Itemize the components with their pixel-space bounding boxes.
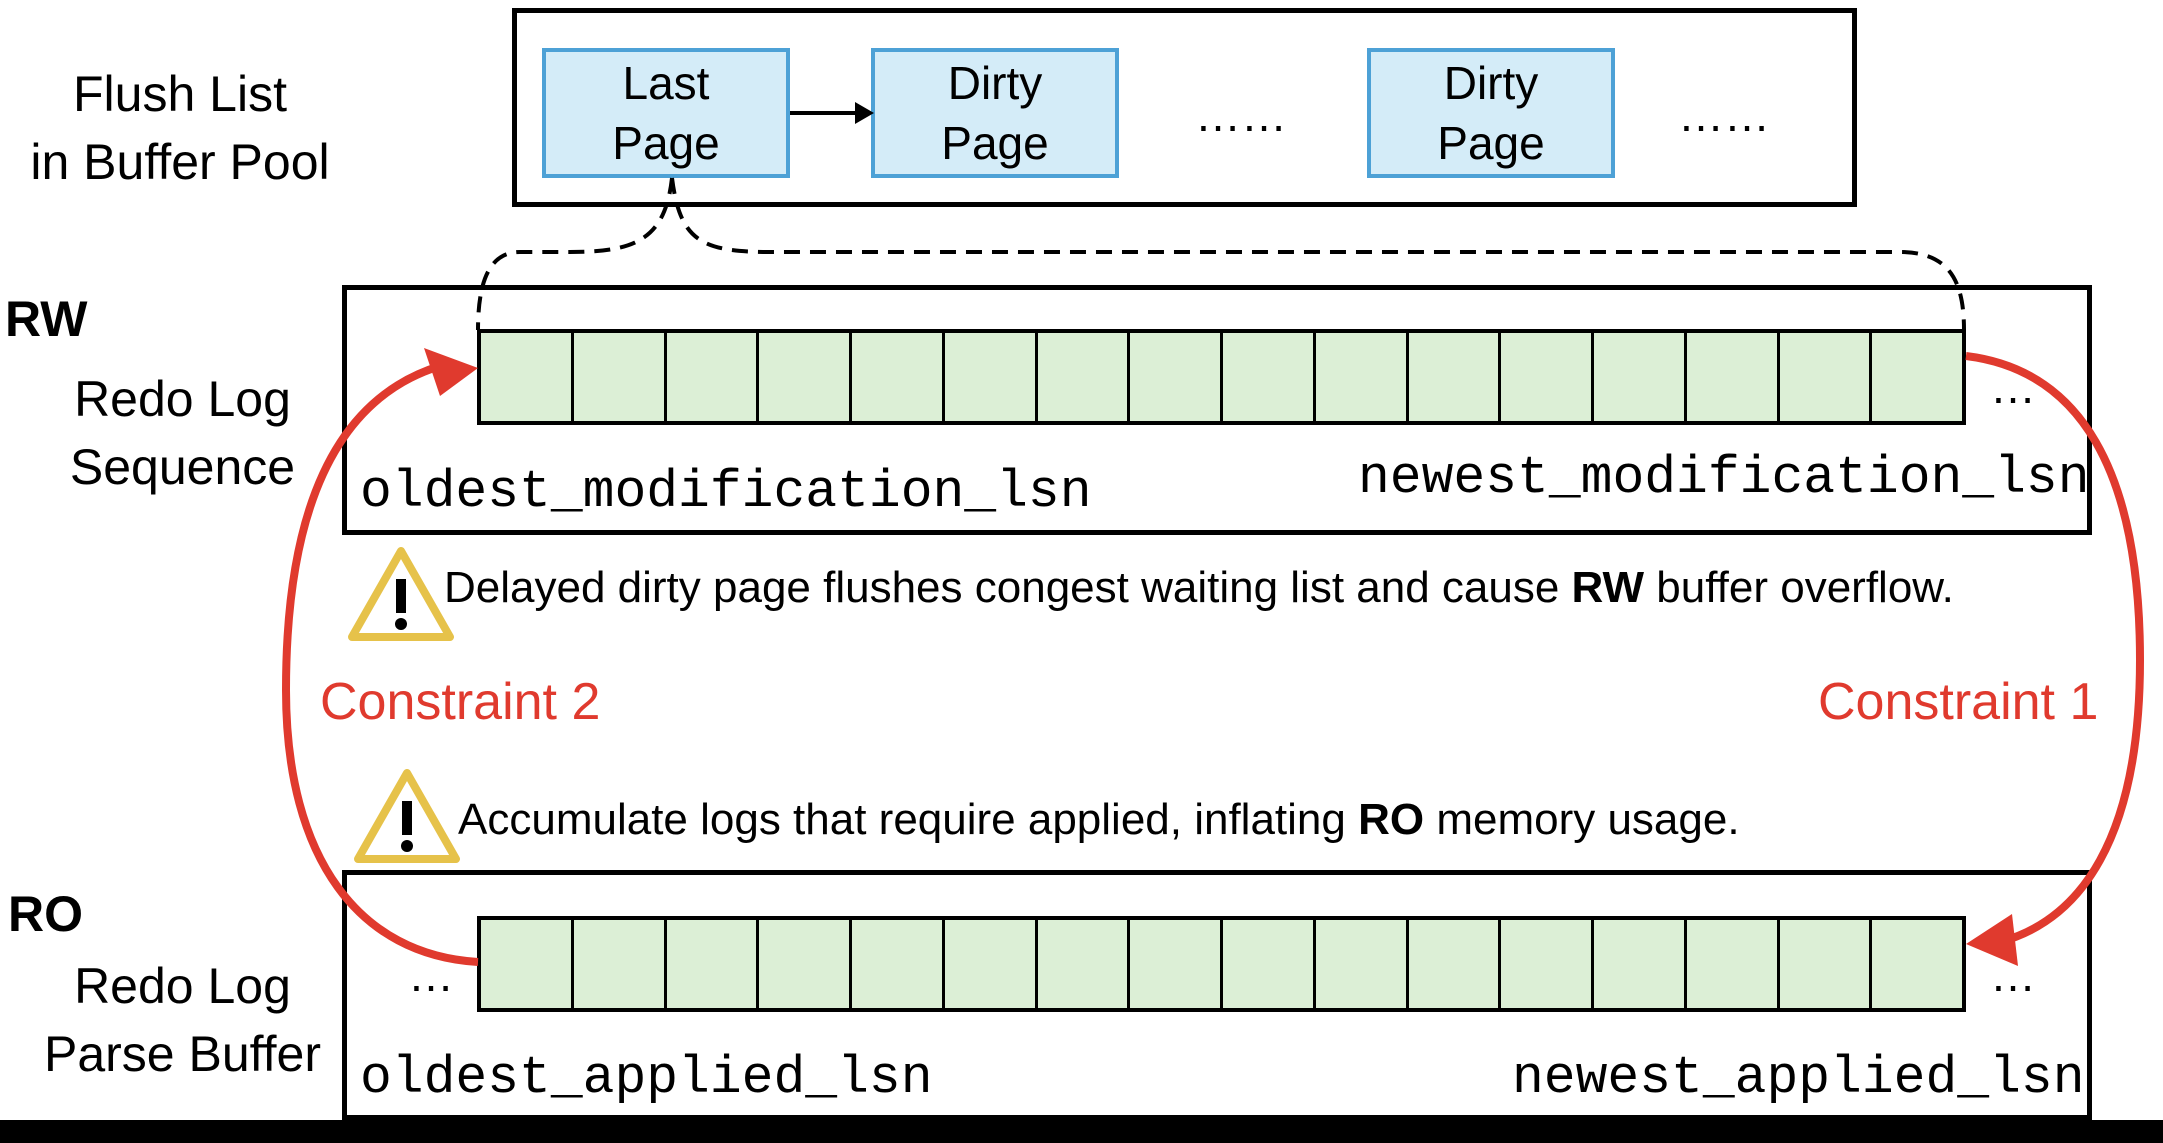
connectors-overlay (281, 102, 2145, 966)
warning-2-post: memory usage. (1424, 795, 1740, 844)
warning-1-pre: Delayed dirty page flushes congest waiti… (444, 563, 1572, 612)
ro-log-cell (1501, 920, 1594, 1008)
constraint-2-arrowhead (424, 348, 478, 396)
rw-log-cell (1315, 333, 1409, 421)
dirty-page-2-line2: Page (1437, 117, 1545, 169)
newest-modification-lsn: newest_modification_lsn (1358, 448, 2090, 508)
dashed-bracket-left (476, 177, 674, 331)
rw-log-cell (1872, 333, 1962, 421)
last-page-line2: Page (612, 117, 720, 169)
rw-log-cell (1501, 333, 1594, 421)
ro-log-cell (1594, 920, 1687, 1008)
diagram-canvas: Flush List in Buffer Pool Last Page Dirt… (0, 0, 2163, 1120)
dirty-page-1-line1: Dirty (947, 57, 1043, 109)
rw-log-cell (944, 333, 1038, 421)
constraint-1-label: Constraint 1 (1818, 673, 2099, 731)
ro-log-cell (759, 920, 852, 1008)
dirty-page-1-line2: Page (941, 117, 1049, 169)
dirty-page-2-line1: Dirty (1443, 57, 1539, 109)
constraint-2-label: Constraint 2 (320, 673, 601, 731)
ro-log-cell (852, 920, 945, 1008)
warning-icon (352, 767, 462, 867)
newest-applied-lsn: newest_applied_lsn (1512, 1048, 2085, 1108)
oldest-applied-lsn: oldest_applied_lsn (360, 1048, 933, 1108)
ro-redo-log-cells (477, 916, 1966, 1012)
rw-log-cell (481, 333, 574, 421)
warning-2-bold: RO (1358, 795, 1425, 844)
rw-redo-log-cells (477, 329, 1966, 425)
rw-log-cell (759, 333, 852, 421)
warning-1-bold: RW (1571, 563, 1645, 612)
rw-log-cell (1130, 333, 1223, 421)
rw-label: Redo Log Sequence (30, 365, 335, 501)
last-page-line1: Last (622, 57, 710, 109)
ro-log-cell (1037, 920, 1131, 1008)
ro-log-cell (1315, 920, 1409, 1008)
ro-log-cell (944, 920, 1038, 1008)
ro-log-cell (481, 920, 574, 1008)
ro-log-cell (1130, 920, 1223, 1008)
flush-list-label: Flush List in Buffer Pool (15, 60, 345, 196)
rw-tag: RW (5, 291, 88, 347)
ro-label-line2: Parse Buffer (43, 1026, 321, 1082)
ro-log-cell (573, 920, 667, 1008)
rw-log-cell (1594, 333, 1687, 421)
dirty-page-box-1: Dirty Page (871, 48, 1119, 178)
flush-list-label-line2: in Buffer Pool (30, 134, 330, 190)
warning-icon (346, 545, 456, 645)
rw-log-cell (1779, 333, 1873, 421)
warning-text-2: Accumulate logs that require applied, in… (458, 795, 1740, 845)
flush-list-ellipsis-1: …… (1195, 89, 1287, 141)
flush-list-label-line1: Flush List (73, 66, 287, 122)
rw-log-cell (666, 333, 760, 421)
last-page-box: Last Page (542, 48, 790, 178)
ro-label-line1: Redo Log (74, 958, 291, 1014)
rw-log-cell (573, 333, 667, 421)
dashed-bracket-right (670, 177, 1966, 331)
constraint-1-arrow (1965, 352, 2145, 946)
rw-log-cell (1408, 333, 1502, 421)
rw-label-line1: Redo Log (74, 371, 291, 427)
rw-log-cell (1223, 333, 1316, 421)
constraint-2-arrow (281, 362, 479, 966)
ro-log-cell (1872, 920, 1962, 1008)
warning-2-pre: Accumulate logs that require applied, in… (458, 795, 1359, 844)
rw-label-line2: Sequence (69, 439, 296, 495)
ro-log-cell (1686, 920, 1780, 1008)
rw-log-cell (852, 333, 945, 421)
rw-log-cell (1686, 333, 1780, 421)
oldest-modification-lsn: oldest_modification_lsn (360, 462, 1092, 522)
ro-log-cell (666, 920, 760, 1008)
ro-log-cell (1223, 920, 1316, 1008)
constraint-1-arrowhead (1966, 914, 2018, 966)
rw-log-cell (1037, 333, 1131, 421)
ro-tag: RO (8, 886, 83, 942)
arrow-head-icon (855, 102, 874, 124)
warning-1-post: buffer overflow. (1644, 563, 1954, 612)
ro-log-cell (1779, 920, 1873, 1008)
dirty-page-box-2: Dirty Page (1367, 48, 1615, 178)
warning-text-1: Delayed dirty page flushes congest waiti… (444, 563, 1954, 613)
flush-list-ellipsis-2: …… (1678, 89, 1770, 141)
ro-log-cell (1408, 920, 1502, 1008)
ro-label: Redo Log Parse Buffer (30, 952, 335, 1088)
